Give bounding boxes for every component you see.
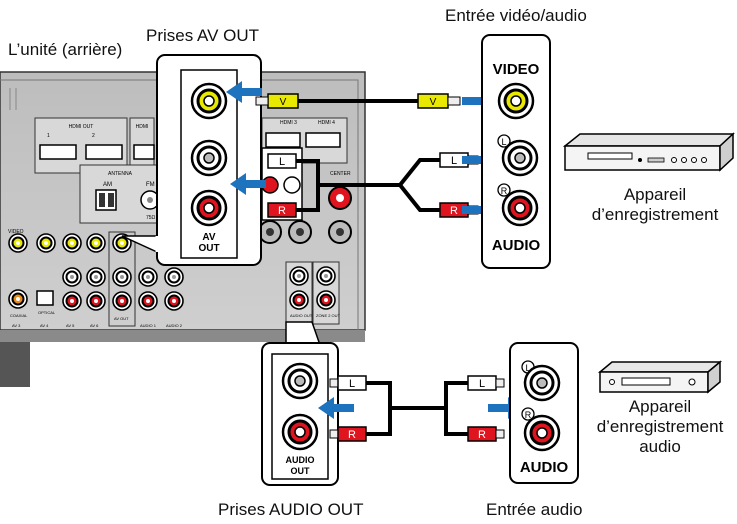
audio-out-label-2: OUT	[291, 466, 311, 476]
plug-r-ao-right: R	[478, 429, 486, 441]
svg-text:FM: FM	[146, 182, 155, 188]
video-recorder-device-icon	[562, 132, 735, 172]
svg-text:75Ω: 75Ω	[146, 215, 156, 221]
svg-text:CENTER: CENTER	[330, 171, 351, 177]
svg-text:HDMI: HDMI	[136, 124, 149, 130]
svg-text:HDMI 3: HDMI 3	[280, 120, 297, 126]
plug-l-ao-left: L	[349, 378, 355, 390]
plug-l-ao-right: L	[479, 378, 485, 390]
hdmi-port	[85, 144, 123, 160]
svg-text:COAXIAL: COAXIAL	[10, 313, 28, 318]
video-audio-input-panel: VIDEO L R AUDIO	[481, 34, 551, 269]
plug-r-ao-left: R	[348, 429, 356, 441]
hdmi-out-text: HDMI OUT	[69, 124, 94, 130]
plug-r-av-left: R	[278, 205, 286, 217]
svg-text:HDMI 4: HDMI 4	[318, 120, 335, 126]
video-plug-label-right: V	[430, 97, 437, 108]
svg-text:VIDEO: VIDEO	[8, 229, 24, 235]
audio-out-jacks-label: Prises AUDIO OUT	[218, 500, 364, 519]
jack-mark-l-2: L	[525, 363, 530, 373]
audio-label: AUDIO	[492, 237, 541, 254]
audio-out-label-1: AUDIO	[286, 455, 315, 465]
jack-mark-r-2: R	[525, 410, 532, 420]
jack-mark-l: L	[501, 137, 506, 147]
svg-text:ANTENNA: ANTENNA	[108, 171, 133, 177]
av-out-label-2: OUT	[198, 243, 219, 254]
av-out-label-1: AV	[202, 232, 215, 243]
svg-text:AUDIO 2: AUDIO 2	[166, 323, 183, 328]
audio-input-label-text: Entrée audio	[486, 500, 583, 519]
audio-recording-device-label: Appareil d’enregistrement audio	[596, 397, 724, 456]
unit-rear-label: L’unité (arrière)	[8, 40, 123, 59]
hdmi-port	[39, 144, 77, 160]
audio-out-callout: AUDIO OUT	[261, 321, 339, 486]
svg-text:AV OUT: AV OUT	[114, 316, 129, 321]
plug-l-av-right: L	[451, 155, 457, 167]
video-audio-input-label: Entrée vidéo/audio	[445, 6, 587, 25]
audio-input-label: AUDIO	[520, 459, 569, 476]
svg-text:AUDIO OUT: AUDIO OUT	[290, 313, 313, 318]
video-cable: V V	[255, 93, 461, 109]
audio-input-panel: L R AUDIO	[509, 342, 579, 484]
svg-text:AV 4: AV 4	[40, 323, 49, 328]
audio-cable-audio-out: L R L R	[329, 375, 505, 442]
video-plug-label-left: V	[280, 97, 287, 108]
video-label: VIDEO	[493, 61, 540, 78]
svg-text:AV 3: AV 3	[12, 323, 21, 328]
svg-text:OPTICAL: OPTICAL	[38, 310, 56, 315]
svg-text:AV 6: AV 6	[90, 323, 99, 328]
svg-text:1: 1	[47, 133, 50, 139]
svg-text:AV 5: AV 5	[66, 323, 75, 328]
audio-cable-av: L R L R	[267, 152, 479, 218]
svg-text:ZONE 2 OUT: ZONE 2 OUT	[316, 313, 341, 318]
plug-r-av-right: R	[450, 205, 458, 217]
audio-recorder-device-icon	[597, 360, 723, 394]
av-out-callout: AV OUT	[121, 54, 262, 266]
svg-text:AUDIO 1: AUDIO 1	[140, 323, 157, 328]
svg-text:2: 2	[92, 133, 95, 139]
av-out-jacks-label: Prises AV OUT	[146, 26, 260, 45]
jack-mark-r: R	[501, 186, 508, 196]
plug-l-av-left: L	[279, 156, 285, 168]
optical-port	[36, 290, 54, 306]
recording-device-label: Appareil d’enregistrement	[591, 185, 719, 224]
svg-text:AM: AM	[103, 182, 112, 188]
